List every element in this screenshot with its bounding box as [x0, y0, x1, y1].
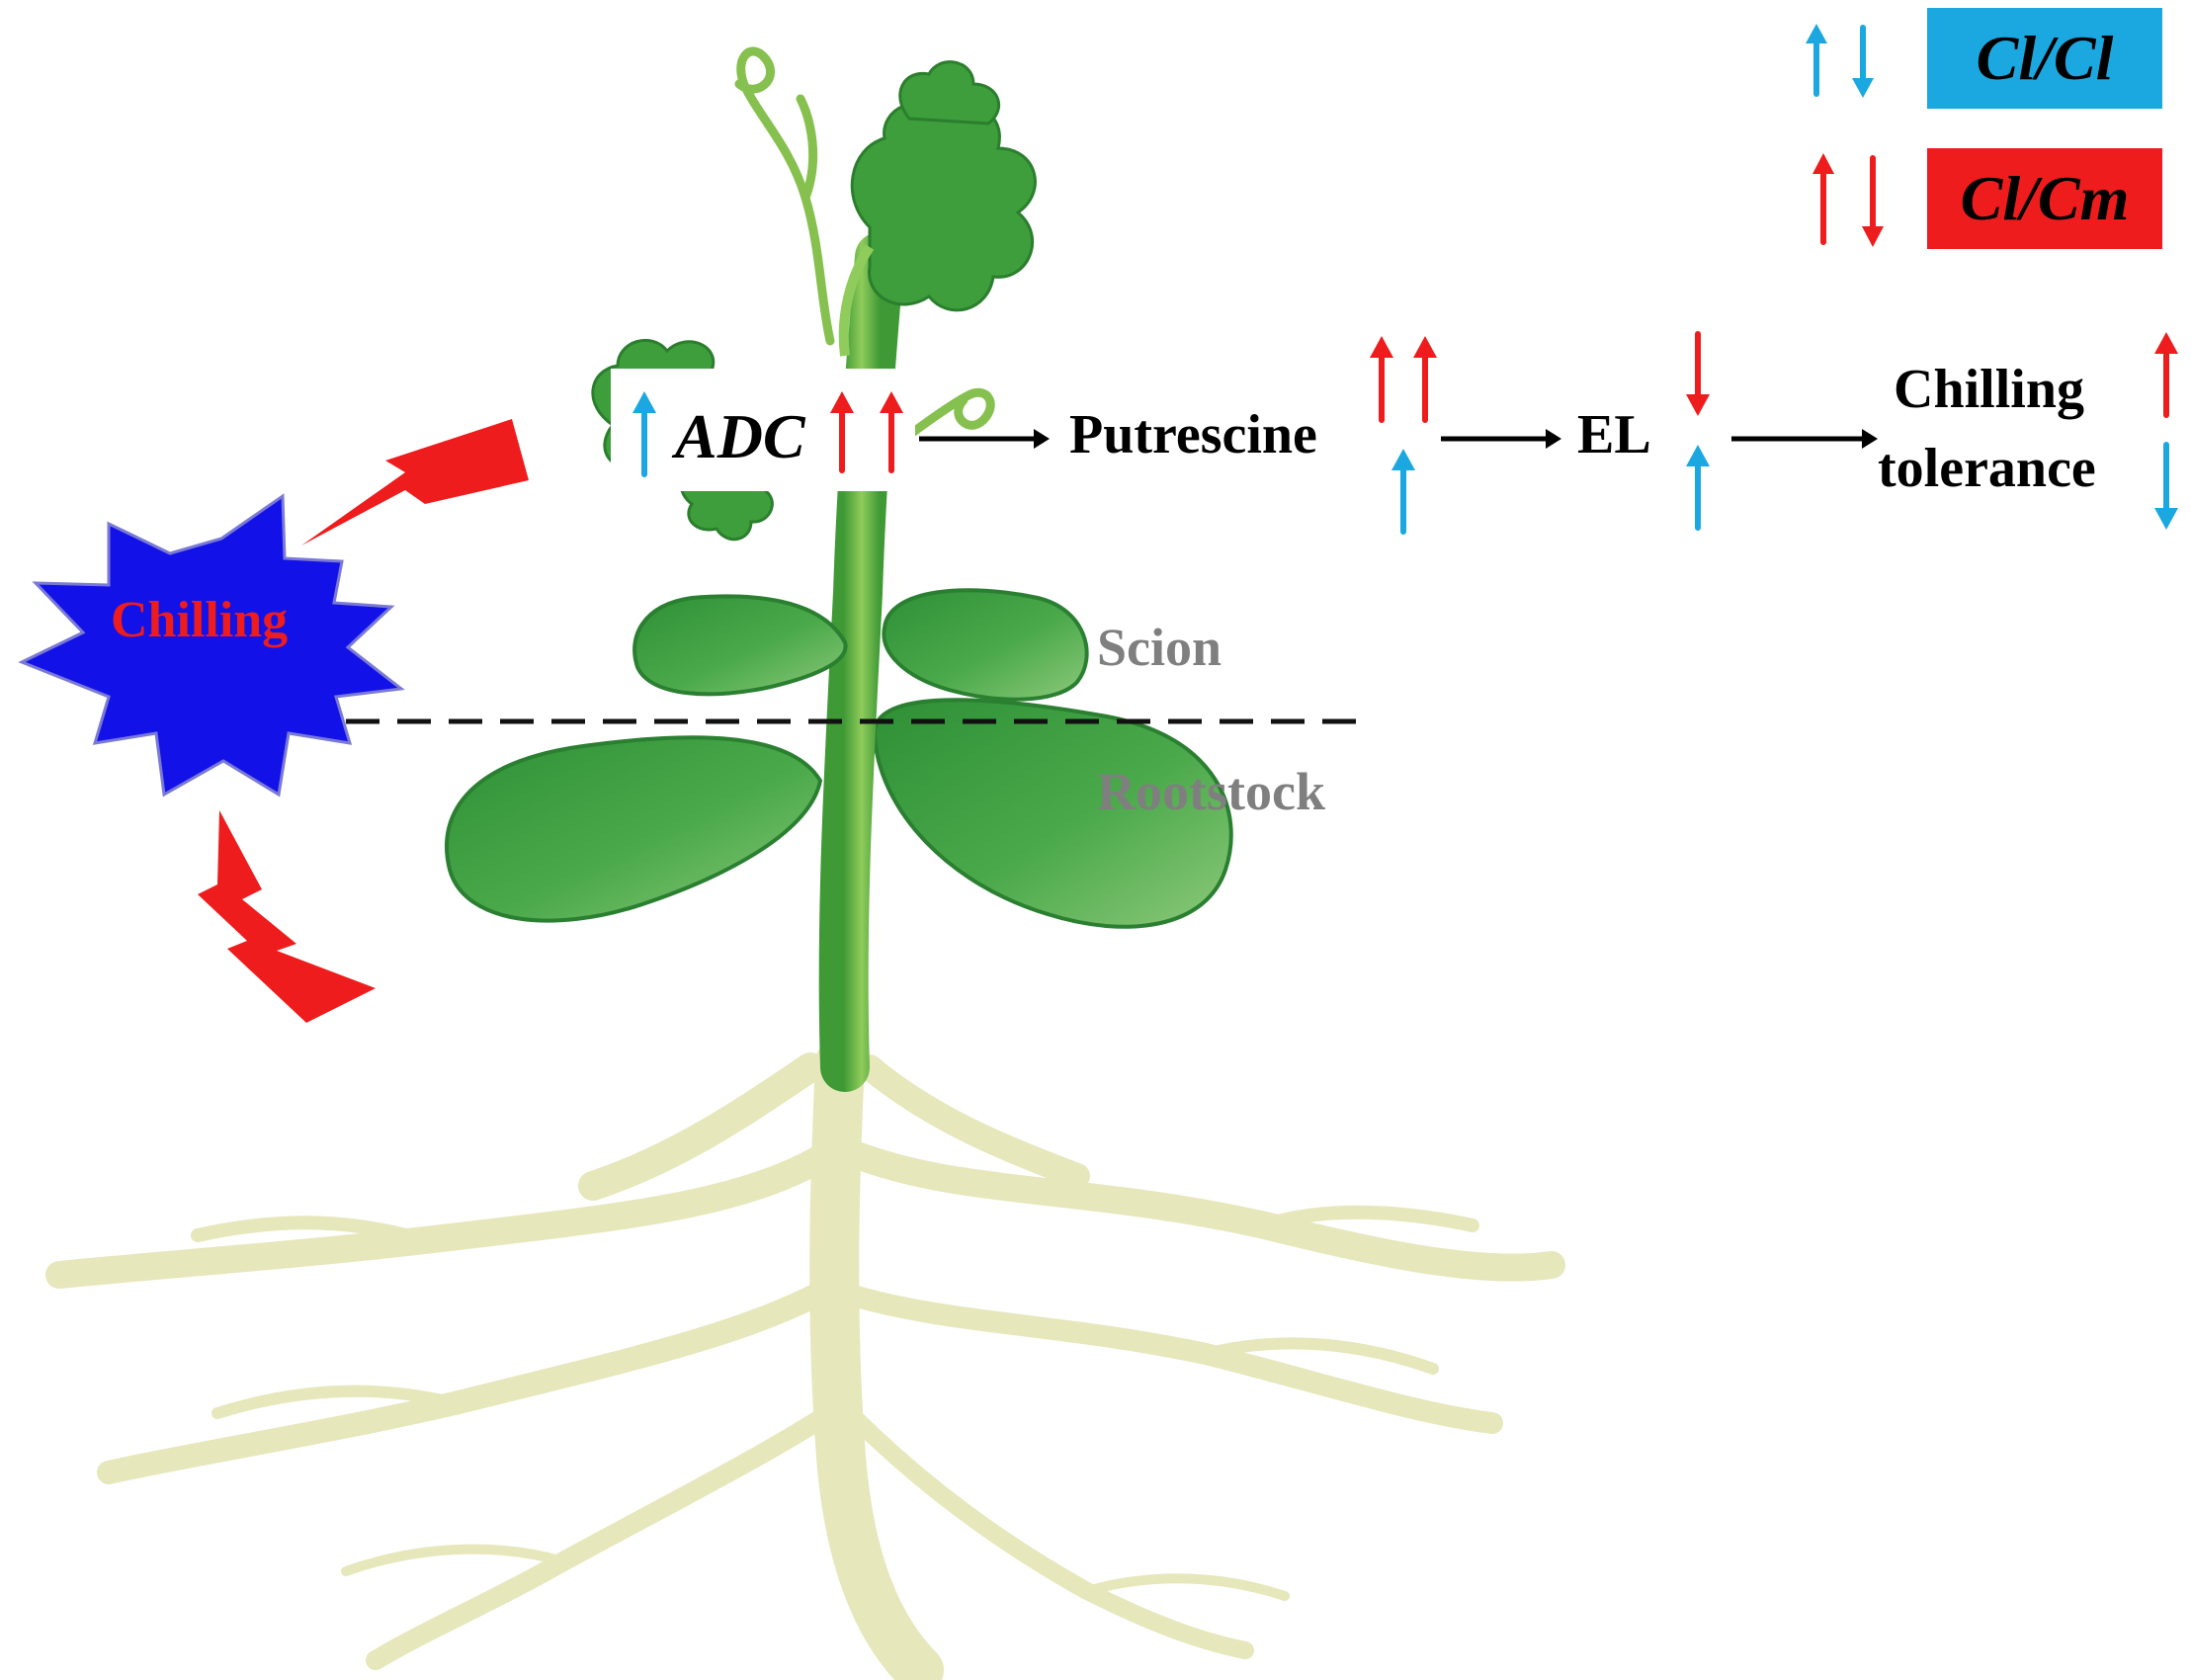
upper-left-cotyledon — [632, 594, 848, 697]
legend-item-cl-cl: Cl/Cl — [1927, 8, 2162, 109]
scion-label: Scion — [1097, 618, 1222, 677]
lightning-bolt-icon — [301, 419, 529, 546]
up-arrow-icon — [2154, 332, 2178, 418]
up-arrow-icon — [1370, 336, 1393, 423]
up-arrow-icon — [1391, 449, 1415, 535]
metabolite-label: Putrescine — [1069, 404, 1317, 465]
lightning-bolt-icon — [198, 810, 376, 1023]
marker-label: EL — [1577, 404, 1651, 465]
tendrils — [734, 46, 995, 469]
lower-left-cotyledon — [444, 735, 823, 923]
upper-right-cotyledon — [882, 588, 1089, 702]
up-arrow-icon — [830, 391, 854, 473]
starburst-icon — [18, 493, 405, 798]
adc-label-box — [611, 369, 915, 491]
up-arrow-icon — [1686, 445, 1710, 531]
legend-item-cl-cm: Cl/Cm — [1927, 148, 2162, 249]
legend-label: Cl/Cl — [1976, 23, 2114, 93]
legend-label: Cl/Cm — [1960, 163, 2130, 233]
up-arrow-icon — [632, 391, 656, 477]
up-arrow-icon — [880, 391, 903, 473]
up-arrow-icon — [1812, 153, 1834, 245]
roots — [45, 1038, 1565, 1680]
outcome-label-line1: Chilling — [1894, 359, 2084, 420]
lower-right-cotyledon — [872, 698, 1233, 929]
down-arrow-icon — [1686, 331, 1710, 416]
outcome-label-line2: tolerance — [1878, 438, 2096, 499]
pathway-arrows — [919, 429, 1878, 449]
down-arrow-icon — [1852, 25, 1874, 98]
regulation-arrows — [632, 24, 2178, 535]
rootstock-label: Rootstock — [1097, 762, 1325, 821]
down-arrow-icon — [2154, 442, 2178, 530]
stress-label: Chilling — [111, 592, 289, 648]
up-arrow-icon — [1806, 24, 1827, 97]
up-arrow-icon — [1413, 336, 1437, 423]
down-arrow-icon — [1862, 155, 1884, 247]
gene-label: ADC — [675, 401, 805, 471]
